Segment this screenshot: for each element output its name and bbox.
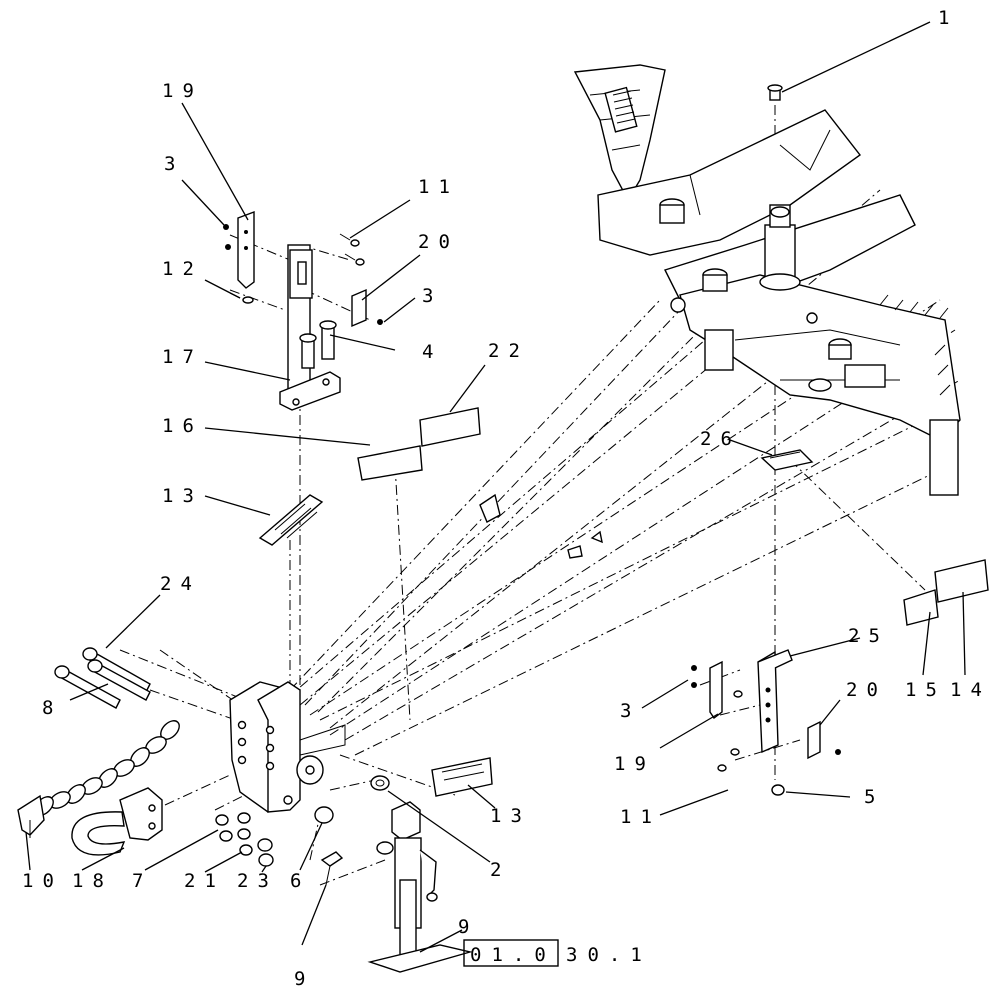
clip-19-top [237,210,255,289]
callout-15: 15 [905,679,946,701]
callout-11: 11 [620,806,661,828]
callout-5: 5 [864,786,884,808]
hitch-block [229,681,346,813]
callout-9: 9 [294,968,314,990]
jack [367,801,473,973]
callout-12: 12 [162,258,203,280]
callout-20: 20 [418,231,459,253]
callout-19: 19 [614,753,655,775]
clip-19-right [709,660,723,720]
callout-3: 3 [422,285,442,307]
callout-18: 18 [72,870,113,892]
hitch-pin-9 [320,851,344,886]
callout-24: 24 [160,573,201,595]
callout-4: 4 [422,341,442,363]
clip-20-top [351,288,367,328]
main-frame [573,64,961,496]
clevis-18 [71,787,163,856]
callout-16: 16 [162,415,203,437]
callout-7: 7 [132,870,152,892]
chain-10 [17,720,180,838]
callout-14: 14 [950,679,991,701]
hydraulic-cylinder [759,204,801,291]
callout-13: 13 [490,805,531,827]
callout-3: 3 [620,700,640,722]
bolts-24-8 [54,647,151,709]
callout-25: 25 [848,625,889,647]
callout-21: 21 [184,870,225,892]
callout-1: 1 [938,7,958,29]
bracket-25 [757,649,793,754]
projection-lines [119,105,961,886]
callout-19: 19 [162,80,203,102]
pins-4 [299,320,337,369]
washers-nuts [215,775,390,867]
small-parts-right [691,84,785,796]
callout-26: 26 [700,428,741,450]
clip-20-right [807,720,841,760]
callout-11: 11 [418,176,459,198]
callout-8: 8 [42,697,62,719]
reference-rest-text: 30.1 [566,944,652,966]
decals [258,407,989,797]
callout-20: 20 [846,679,887,701]
page-reference: 01.0 30.1 [463,939,652,967]
callout-23: 23 [237,870,278,892]
reference-boxed-text: 01.0 [470,944,556,966]
callout-6: 6 [290,870,310,892]
collars [659,198,852,392]
callout-13: 13 [162,485,203,507]
callout-17: 17 [162,346,203,368]
callout-22: 22 [488,340,529,362]
leader-lines [25,21,966,953]
callout-2: 2 [490,859,510,881]
reference-box [463,939,559,967]
callout-labels: 1 19 3 11 20 12 3 4 17 22 16 26 13 24 25… [22,7,991,990]
tongue-brackets [479,493,603,559]
callout-10: 10 [22,870,63,892]
small-parts-top [223,224,383,325]
callout-3: 3 [164,153,184,175]
callout-9: 9 [458,916,478,938]
